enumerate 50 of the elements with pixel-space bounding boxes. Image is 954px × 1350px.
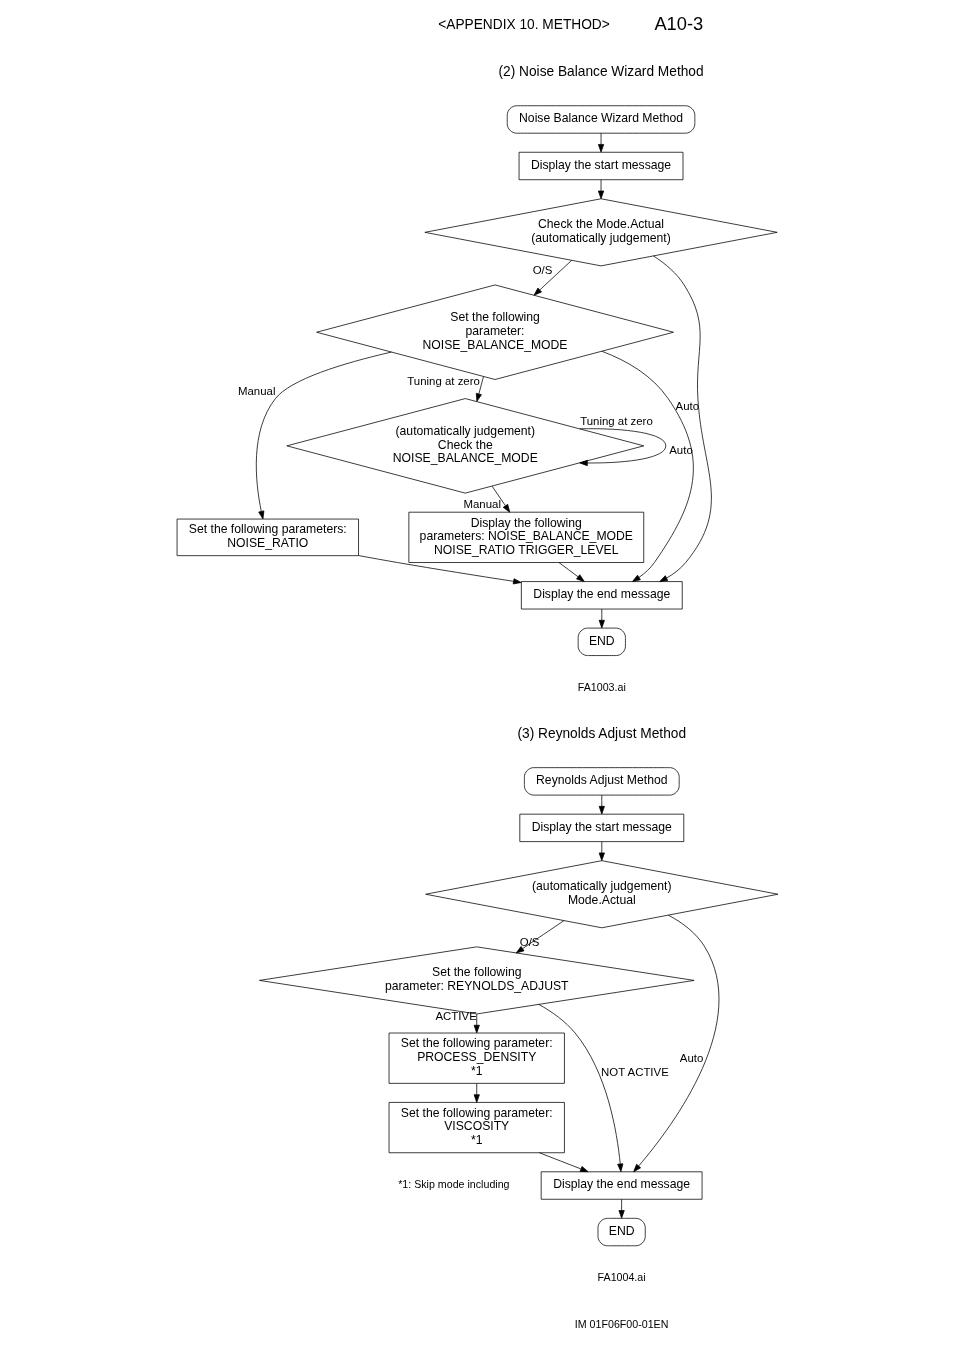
label: (3) Reynolds Adjust Method [517,726,686,742]
arrow [652,255,712,582]
node-box: Set the following parameters: NOISE_RATIO [176,518,359,557]
arrow [601,350,694,582]
arrow [473,1013,480,1034]
label: FA1003.ai [577,681,626,694]
node-box: Display the end message [540,1171,702,1200]
arrow [632,914,719,1173]
node-box: END [577,627,626,656]
node-box: Display the start message [518,813,684,842]
edge-label: Tuning at zero [579,415,653,427]
arrow [618,1198,625,1219]
arrow [597,179,604,199]
node-box: Noise Balance Wizard Method [506,105,695,134]
label: A10-3 [653,13,703,35]
edge-label: Auto [679,1052,703,1065]
edge-label: O/S [519,936,539,949]
edge-label: NOT ACTIVE [600,1065,669,1078]
node-box: Display the end message [520,581,683,610]
label: FA1004.ai [597,1271,646,1284]
node-box: Display the following parameters: NOISE_BALANCE_MODE NOISE_RATIO TRIGGER_LEVEL [408,511,644,563]
arrow [598,841,605,861]
arrow [537,1004,623,1172]
arrow [598,608,605,629]
arrow [515,920,564,954]
arrow [357,555,521,585]
label: *1: Skip mode including [397,1178,510,1191]
node-box: Display the start message [518,151,683,181]
edge-label: Manual [462,498,501,511]
node-box: Reynolds Adjust Method [523,767,680,796]
arrow [255,351,392,520]
arrow [578,428,666,467]
arrow [597,132,604,153]
edge-label: O/S [532,264,552,277]
node-box: Set the following parameter: PROCESS_DENSITY *1 [388,1032,565,1084]
edge-label: Manual [237,384,275,397]
label: IM 01F06F00-01EN [574,1317,668,1330]
arrow [533,260,572,296]
node-diamond: (automatically judgement) Mode.Actual [424,860,778,929]
edge-label: Auto [668,444,693,457]
node-box: END [597,1217,646,1247]
arrow [475,376,484,402]
arrow [491,485,510,513]
node-diamond: Check the Mode.Actual (automatically judgement) [424,198,778,267]
label: (2) Noise Balance Wizard Method [497,64,704,80]
label: <APPENDIX 10. METHOD> [437,17,610,33]
arrow [473,1083,480,1103]
arrow [558,562,585,582]
arrow [598,794,605,815]
node-box: Set the following parameter: VISCOSITY *1 [388,1102,565,1154]
